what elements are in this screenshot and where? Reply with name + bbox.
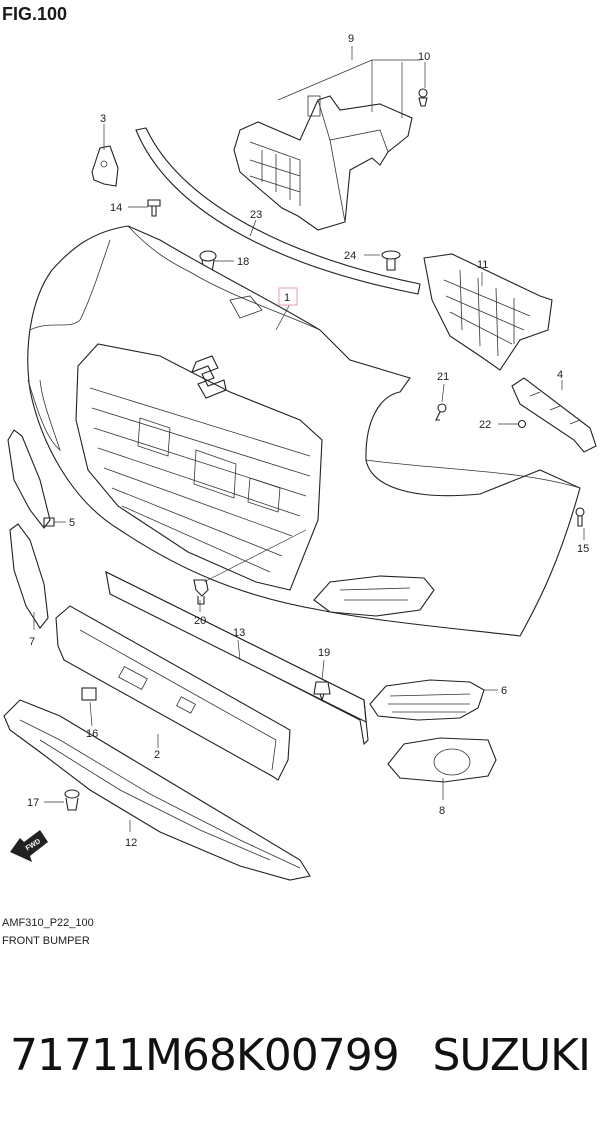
callout-7: 7 bbox=[29, 636, 35, 648]
callout-14: 14 bbox=[110, 202, 122, 214]
part-7-side-trim bbox=[9, 523, 49, 629]
callout-11: 11 bbox=[477, 259, 488, 271]
part-9-upper-bracket bbox=[233, 95, 413, 231]
part-23-molding-strip bbox=[135, 127, 421, 295]
part-12-under-cover bbox=[3, 699, 311, 881]
callout-3: 3 bbox=[100, 113, 106, 125]
part-2-license-plate-base bbox=[55, 605, 291, 781]
callout-box-1 bbox=[278, 287, 298, 306]
callout-5: 5 bbox=[69, 517, 75, 529]
callout-15: 15 bbox=[577, 543, 589, 555]
callout-10: 10 bbox=[418, 51, 430, 63]
leader-lines bbox=[33, 46, 585, 832]
callout-6: 6 bbox=[501, 685, 507, 697]
figure-ref-name: FRONT BUMPER bbox=[2, 935, 90, 947]
callout-8: 8 bbox=[439, 805, 445, 817]
part-21-screw bbox=[435, 403, 447, 421]
part-4-side-bracket bbox=[511, 377, 597, 453]
callout-labels: 1 2 3 4 5 6 7 8 9 10 11 12 13 14 15 16 1… bbox=[27, 33, 589, 849]
part-22-screw bbox=[517, 419, 527, 429]
callout-22: 22 bbox=[479, 419, 491, 431]
callout-1: 1 bbox=[284, 292, 290, 304]
part-number-banner: 71711M68K00799 SUZUKI bbox=[10, 1030, 591, 1081]
callout-9: 9 bbox=[348, 33, 354, 45]
fwd-arrow-icon: FWD bbox=[10, 830, 48, 862]
callout-19: 19 bbox=[318, 647, 330, 659]
callout-4: 4 bbox=[557, 369, 563, 381]
part-1-bumper-cover bbox=[27, 225, 581, 637]
part-16-nut-plate bbox=[81, 687, 97, 701]
fig-title: FIG.100 bbox=[2, 4, 68, 24]
callout-23: 23 bbox=[250, 209, 262, 221]
callout-20: 20 bbox=[194, 615, 206, 627]
callout-24: 24 bbox=[344, 250, 356, 262]
part-10-bolt bbox=[418, 88, 428, 107]
callout-17: 17 bbox=[27, 797, 39, 809]
part-number: 71711M68K00799 bbox=[10, 1030, 400, 1081]
callout-18: 18 bbox=[237, 256, 249, 268]
brand-name: SUZUKI bbox=[432, 1030, 591, 1081]
exploded-parts-diagram: FWD 1 2 3 4 5 6 7 bbox=[3, 33, 597, 881]
callout-2: 2 bbox=[154, 749, 160, 761]
callout-21: 21 bbox=[437, 371, 449, 383]
part-6-fog-lamp-cover bbox=[369, 679, 485, 721]
part-5-side-trim bbox=[7, 429, 55, 529]
part-19-clip bbox=[313, 681, 331, 702]
part-3-side-bracket bbox=[91, 145, 119, 187]
part-13-reinforcement bbox=[105, 571, 369, 746]
part-8-fog-lamp-bezel bbox=[387, 737, 497, 783]
callout-16: 16 bbox=[86, 728, 98, 740]
part-24-clip bbox=[381, 250, 401, 271]
part-20-clip bbox=[193, 579, 209, 605]
part-17-clip bbox=[64, 789, 80, 811]
callout-12: 12 bbox=[125, 837, 137, 849]
callout-13: 13 bbox=[233, 627, 245, 639]
part-11-side-grille bbox=[423, 253, 553, 371]
part-15-bolt bbox=[575, 507, 585, 527]
figure-ref-code: AMF310_P22_100 bbox=[2, 917, 94, 929]
part-14-bolt bbox=[147, 199, 161, 217]
